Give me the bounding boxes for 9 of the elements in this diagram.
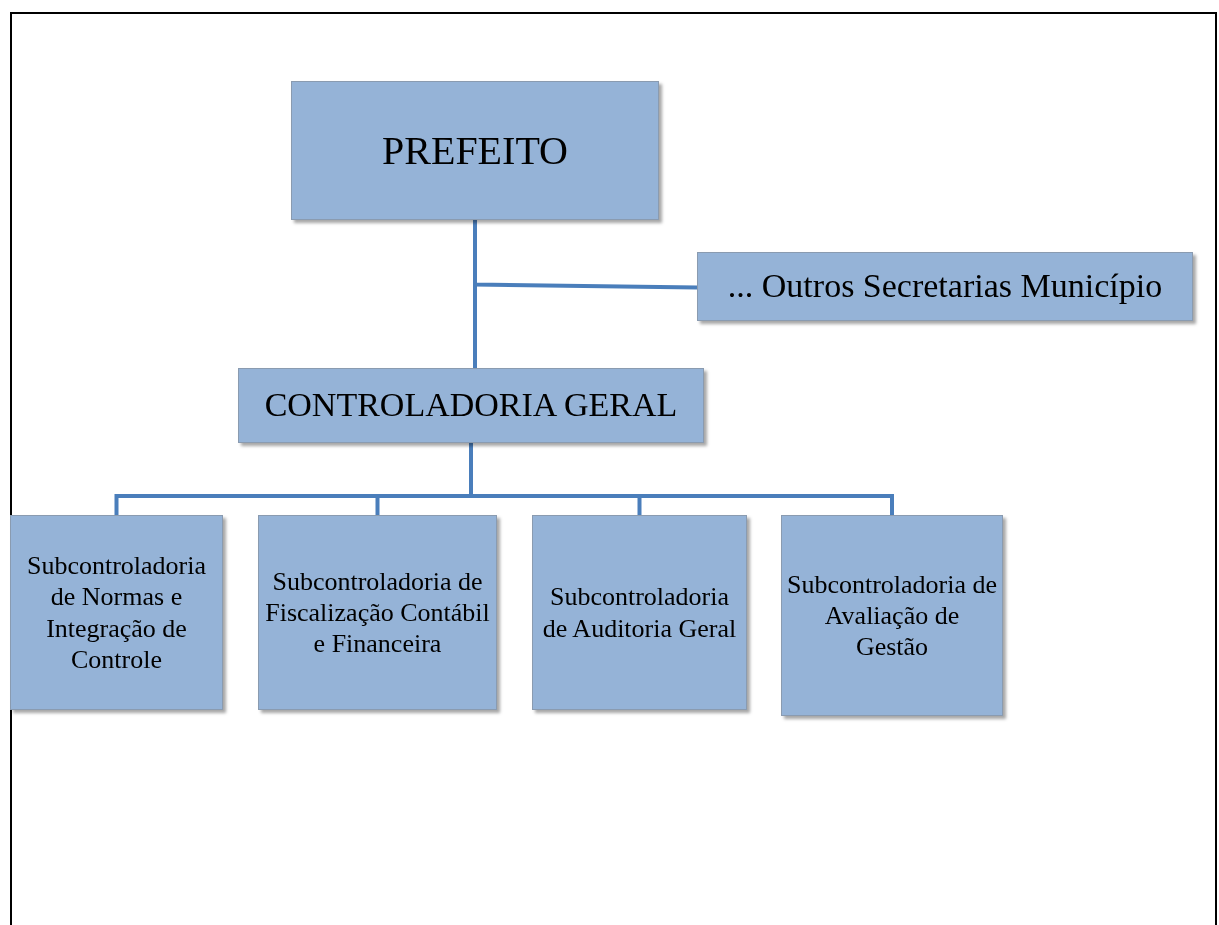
org-box: Subcontroladoria de Auditoria Geral	[532, 515, 747, 710]
org-box: CONTROLADORIA GERAL	[238, 368, 704, 443]
org-box: Subcontroladoria de Normas e Integração de Controle	[10, 515, 223, 710]
org-box: PREFEITO	[291, 81, 659, 220]
org-box: Subcontroladoria de Fiscalização Contábil e Financeira	[258, 515, 497, 710]
connector-line	[473, 220, 698, 290]
org-box: ... Outros Secretarias Município	[697, 252, 1193, 321]
org-box: Subcontroladoria de Avaliação de Gestão	[781, 515, 1003, 716]
connector-line	[469, 443, 894, 515]
